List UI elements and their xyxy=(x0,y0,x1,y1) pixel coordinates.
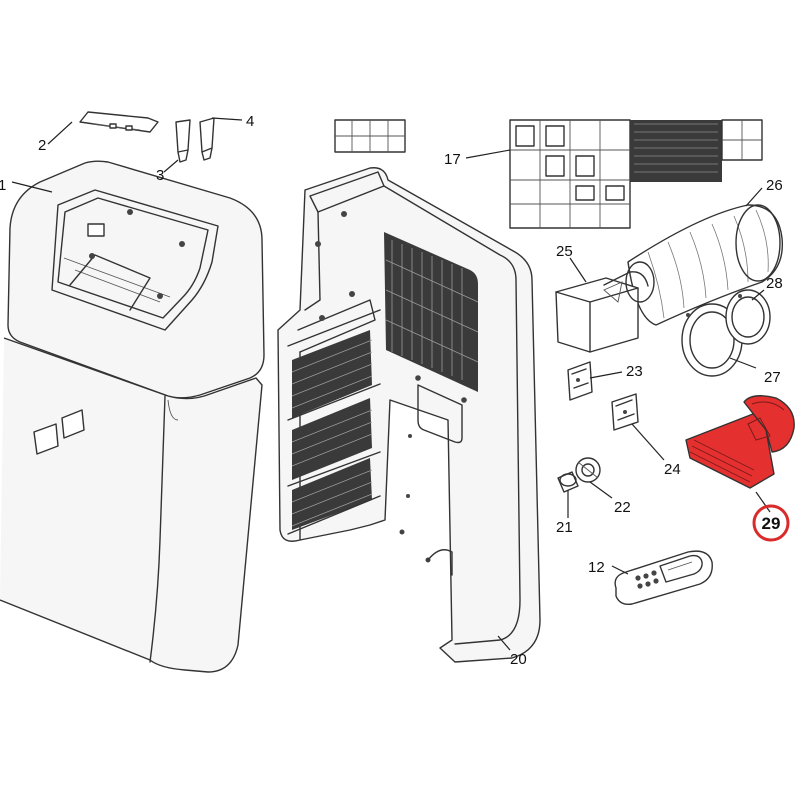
label-29: 29 xyxy=(762,514,781,533)
label-12: 12 xyxy=(588,559,605,576)
label-28: 28 xyxy=(766,275,783,292)
part-4-clip[interactable] xyxy=(199,117,215,161)
highlight-ring xyxy=(752,504,790,542)
leader-lines xyxy=(11,117,771,651)
label-3: 3 xyxy=(156,167,164,184)
part-20-rear-panel[interactable] xyxy=(277,167,541,663)
part-1-front-cabinet[interactable] xyxy=(0,160,265,673)
label-17: 17 xyxy=(444,151,461,168)
part-17-filter[interactable] xyxy=(334,119,763,229)
label-25: 25 xyxy=(556,243,573,260)
label-2: 2 xyxy=(38,137,46,154)
label-24: 24 xyxy=(664,461,681,478)
label-21: 21 xyxy=(556,519,573,536)
part-21-spindle[interactable] xyxy=(557,471,579,493)
part-23-bracket[interactable] xyxy=(567,361,593,401)
label-20: 20 xyxy=(510,651,527,668)
part-28-window-ring[interactable] xyxy=(725,289,771,345)
part-24-bracket[interactable] xyxy=(611,393,639,431)
part-26-exhaust-hose[interactable] xyxy=(627,204,784,326)
part-25-hose-adapter[interactable] xyxy=(555,261,655,353)
label-4: 4 xyxy=(246,113,254,130)
part-3-clip[interactable] xyxy=(175,119,191,163)
label-23: 23 xyxy=(626,363,643,380)
part-22-knob[interactable] xyxy=(575,457,601,483)
label-22: 22 xyxy=(614,499,631,516)
label-26: 26 xyxy=(766,177,783,194)
part-2-control-strip[interactable] xyxy=(79,111,159,133)
part-labels: 1 2 3 4 17 26 25 28 27 23 24 22 21 12 20… xyxy=(0,113,783,668)
label-27: 27 xyxy=(764,369,781,386)
part-29-window-nozzle[interactable] xyxy=(685,395,795,489)
label-1: 1 xyxy=(0,177,6,194)
part-12-remote-control[interactable] xyxy=(614,550,713,606)
